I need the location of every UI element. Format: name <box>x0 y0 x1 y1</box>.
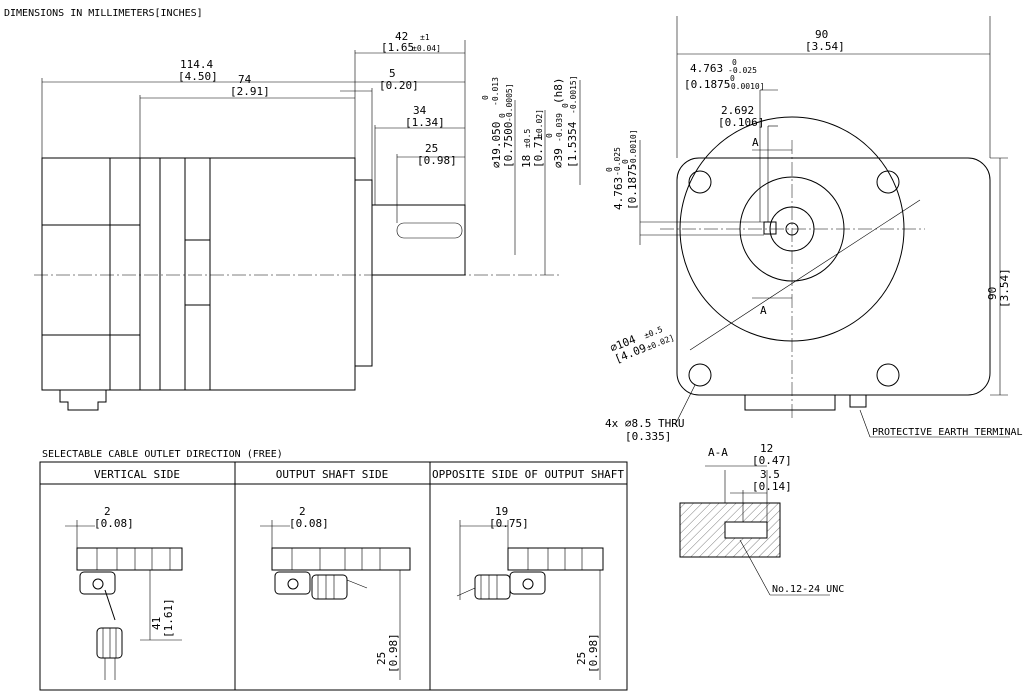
svg-text:25: 25 <box>425 142 438 155</box>
svg-text:18: 18 <box>520 155 533 168</box>
svg-text:4x ⌀8.5 THRU: 4x ⌀8.5 THRU <box>605 417 684 430</box>
svg-text:0: 0 <box>498 113 507 118</box>
svg-text:[1.5354: [1.5354 <box>566 121 579 168</box>
svg-text:[0.1875: [0.1875 <box>684 78 730 91</box>
svg-text:±0.02]: ±0.02] <box>535 109 544 138</box>
drawing-title: DIMENSIONS IN MILLIMETERS[INCHES] <box>4 8 203 19</box>
svg-text:A-A: A-A <box>708 446 728 459</box>
svg-text:0: 0 <box>730 74 735 83</box>
svg-text:[0.75]: [0.75] <box>489 517 529 530</box>
svg-text:[4.50]: [4.50] <box>178 70 218 83</box>
svg-text:41: 41 <box>150 617 163 630</box>
svg-text:4.763: 4.763 <box>690 62 723 75</box>
svg-text:⌀19.050: ⌀19.050 <box>490 122 503 168</box>
svg-text:No.12-24 UNC: No.12-24 UNC <box>772 584 844 595</box>
svg-text:[3.54]: [3.54] <box>805 40 845 53</box>
svg-text:[0.20]: [0.20] <box>379 79 419 92</box>
dim-overall: 114.4 <box>180 58 213 71</box>
svg-text:[1.34]: [1.34] <box>405 116 445 129</box>
svg-text:42: 42 <box>395 30 408 43</box>
cable-outlet-table: SELECTABLE CABLE OUTLET DIRECTION (FREE)… <box>39 449 628 691</box>
svg-text:-0.0015]: -0.0015] <box>569 75 578 114</box>
svg-text:[1.61]: [1.61] <box>162 598 175 638</box>
svg-text:-0.039: -0.039 <box>555 113 564 142</box>
svg-text:19: 19 <box>495 505 508 518</box>
svg-text:12: 12 <box>760 442 773 455</box>
svg-text:[0.08]: [0.08] <box>94 517 134 530</box>
svg-text:[1.65: [1.65 <box>381 41 414 54</box>
svg-text:[0.71: [0.71 <box>532 135 545 168</box>
svg-text:0: 0 <box>732 58 737 67</box>
svg-text:[0.7500: [0.7500 <box>502 122 515 168</box>
column-opposite-side: OPPOSITE SIDE OF OUTPUT SHAFT <box>432 468 624 481</box>
svg-text:-0.025: -0.025 <box>613 147 622 176</box>
svg-text:0: 0 <box>481 95 490 100</box>
svg-text:2.692: 2.692 <box>721 104 754 117</box>
svg-text:[0.1875: [0.1875 <box>626 164 639 210</box>
svg-text:[3.54]: [3.54] <box>998 268 1011 308</box>
svg-text:[0.98]: [0.98] <box>417 154 457 167</box>
svg-text:0: 0 <box>561 103 570 108</box>
svg-text:-0.0010]: -0.0010] <box>726 82 765 91</box>
svg-text:-0.013: -0.013 <box>491 77 500 106</box>
svg-text:90: 90 <box>986 287 999 300</box>
svg-text:34: 34 <box>413 104 427 117</box>
svg-text:(h8): (h8) <box>552 78 565 105</box>
svg-text:[0.98]: [0.98] <box>387 633 400 673</box>
svg-text:[0.335]: [0.335] <box>625 430 671 443</box>
svg-text:25: 25 <box>375 652 388 665</box>
svg-text:25: 25 <box>575 652 588 665</box>
svg-text:-0.0010]: -0.0010] <box>629 129 638 168</box>
svg-text:2: 2 <box>104 505 111 518</box>
svg-text:[0.106]: [0.106] <box>718 116 764 129</box>
column-output-shaft-side: OUTPUT SHAFT SIDE <box>276 468 389 481</box>
front-view: 90 [3.54] 4.763 0 -0.025 [0.1875 0 -0.00… <box>605 16 1023 443</box>
svg-text:[0.98]: [0.98] <box>587 633 600 673</box>
svg-text:4.763: 4.763 <box>612 177 625 210</box>
earth-terminal-label: PROTECTIVE EARTH TERMINAL M4 <box>872 427 1023 438</box>
section-a-a: A-A 12 [0.47] 3.5 [0.14] No.12-24 UNC <box>679 442 844 596</box>
svg-text:±0.04]: ±0.04] <box>412 44 441 53</box>
svg-text:-0.025: -0.025 <box>728 66 757 75</box>
svg-text:SELECTABLE CABLE OUTLET DIRECT: SELECTABLE CABLE OUTLET DIRECTION (FREE) <box>42 449 283 460</box>
svg-text:3.5: 3.5 <box>760 468 780 481</box>
svg-text:[2.91]: [2.91] <box>230 85 270 98</box>
svg-text:90: 90 <box>815 28 828 41</box>
svg-text:0: 0 <box>605 167 614 172</box>
svg-text:⌀39: ⌀39 <box>552 148 565 168</box>
side-view: 114.4 [4.50] 42 ±1 [1.65 ±0.04] 74 [2.91… <box>34 30 581 411</box>
svg-text:2: 2 <box>299 505 306 518</box>
section-mark-top: A <box>752 136 759 149</box>
column-vertical-side: VERTICAL SIDE <box>94 468 180 481</box>
svg-text:0: 0 <box>545 133 554 138</box>
svg-text:5: 5 <box>389 67 396 80</box>
svg-text:[0.08]: [0.08] <box>289 517 329 530</box>
svg-text:[0.47]: [0.47] <box>752 454 792 467</box>
svg-text:74: 74 <box>238 73 252 86</box>
svg-text:-0.0005]: -0.0005] <box>505 83 514 122</box>
svg-text:[0.14]: [0.14] <box>752 480 792 493</box>
section-mark-bottom: A <box>760 304 767 317</box>
svg-text:0: 0 <box>621 159 630 164</box>
svg-text:±0.5: ±0.5 <box>523 129 532 148</box>
svg-text:±1: ±1 <box>420 33 430 42</box>
